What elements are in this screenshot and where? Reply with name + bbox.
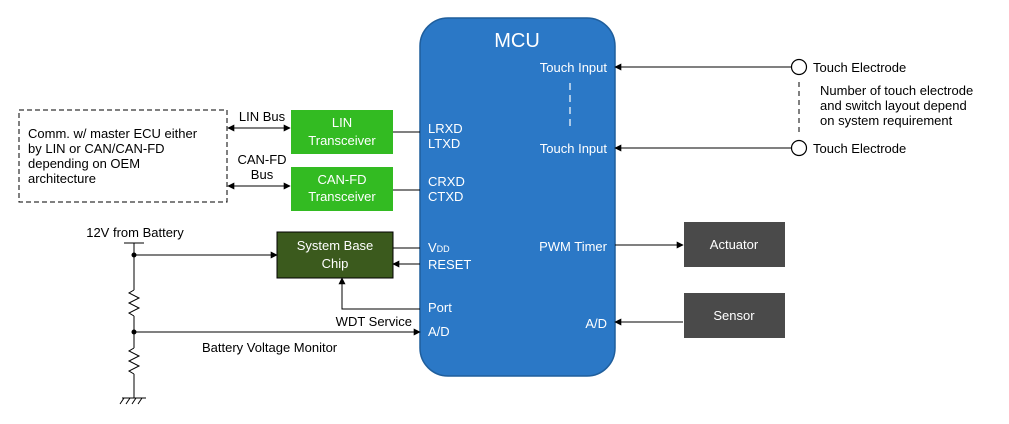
ecu-note-line-4: architecture [28, 171, 96, 186]
mcu-pin-crxd: CRXD [428, 174, 465, 189]
mcu-title: MCU [494, 30, 540, 52]
ecu-note-line-3: depending on OEM [28, 156, 140, 171]
canfd-transceiver-box [291, 167, 393, 211]
sensor-block: Sensor [684, 293, 785, 338]
mcu-pin-lrxd: LRXD [428, 121, 463, 136]
sbc-box [276, 231, 394, 279]
mcu-touch-input-1: Touch Input [540, 60, 608, 75]
touch-electrode-2-label: Touch Electrode [813, 141, 906, 156]
touch-note-line-3: on system requirement [820, 113, 953, 128]
mcu-pin-ad-left: A/D [428, 324, 450, 339]
actuator-label: Actuator [710, 237, 759, 252]
battery-monitor-label: Battery Voltage Monitor [202, 340, 338, 355]
mcu-touch-input-2: Touch Input [540, 141, 608, 156]
ecu-note-line-2: by LIN or CAN/CAN-FD [28, 141, 165, 156]
mcu-block: MCU Touch Input Touch Input LRXD LTXD CR… [419, 17, 616, 377]
mcu-pin-reset: RESET [428, 257, 471, 272]
mcu-pin-port: Port [428, 300, 452, 315]
wdt-port-arrow [338, 277, 420, 310]
ground-icon [119, 397, 146, 405]
lin-transceiver-box [291, 110, 393, 154]
touch-electrode-1-label: Touch Electrode [813, 60, 906, 75]
sbc-line-1: System Base [297, 238, 374, 253]
mcu-body [419, 17, 616, 377]
mcu-pin-ctxd: CTXD [428, 189, 463, 204]
ecu-comm-note: Comm. w/ master ECU either by LIN or CAN… [18, 109, 228, 203]
canfd-transceiver: CAN-FD Transceiver [291, 167, 393, 211]
canfd-bus-label-2: Bus [251, 167, 274, 182]
lin-transceiver-line-1: LIN [332, 115, 352, 130]
system-base-chip: System Base Chip [276, 231, 394, 279]
sensor-label: Sensor [713, 308, 755, 323]
actuator-box [684, 222, 785, 267]
resistor-bottom [127, 347, 141, 375]
lin-transceiver: LIN Transceiver [291, 110, 393, 154]
touch-electrode-2-icon [790, 139, 808, 157]
touch-electrode-1-icon [790, 58, 808, 76]
mcu-pin-ad-right: A/D [585, 316, 607, 331]
touch-note-line-2: and switch layout depend [820, 98, 967, 113]
sensor-box [684, 293, 785, 338]
canfd-transceiver-line-1: CAN-FD [317, 172, 366, 187]
sbc-line-2: Chip [322, 256, 349, 271]
touch-note-line-1: Number of touch electrode [820, 83, 973, 98]
lin-transceiver-line-2: Transceiver [308, 133, 376, 148]
actuator-block: Actuator [684, 222, 785, 267]
mcu-pin-pwm-timer: PWM Timer [539, 239, 608, 254]
ecu-note-box [18, 109, 228, 203]
resistor-top [127, 289, 141, 317]
ecu-note-line-1: Comm. w/ master ECU either [28, 126, 198, 141]
mcu-pin-vdd: VDD [428, 240, 450, 255]
canfd-transceiver-line-2: Transceiver [308, 189, 376, 204]
lin-bus-label: LIN Bus [239, 109, 286, 124]
battery-label: 12V from Battery [86, 225, 184, 240]
canfd-bus-label-1: CAN-FD [237, 152, 286, 167]
battery-junction-dot [131, 252, 137, 258]
wdt-service-label: WDT Service [336, 314, 412, 329]
mcu-pin-ltxd: LTXD [428, 136, 460, 151]
